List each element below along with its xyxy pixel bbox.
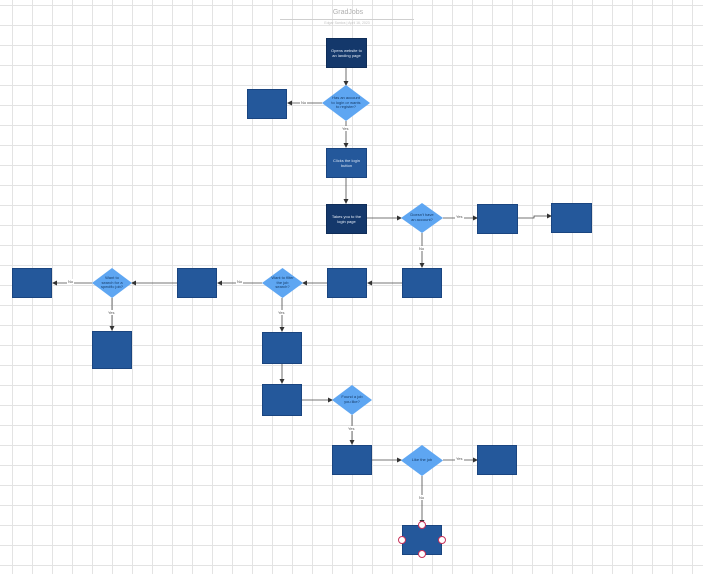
node-main-page[interactable] (327, 268, 367, 298)
node-search-yes[interactable] (92, 331, 132, 369)
node-filter-no[interactable] (177, 268, 217, 298)
node-clicks-login[interactable]: Clicks the login button (326, 148, 367, 178)
edge-label-no: No (418, 495, 426, 500)
node-no-account[interactable] (247, 89, 287, 119)
edge-label-yes: Yes (277, 310, 286, 315)
node-login-page[interactable]: Takes you to the login page (326, 204, 367, 234)
diagram-subtitle: Edgar Santos | April 16, 2023 (324, 21, 370, 25)
edge-label-yes: Yes (347, 426, 356, 431)
edge-label-yes: Yes (455, 214, 464, 219)
edge-label-yes: Yes (455, 456, 464, 461)
node-search-no[interactable] (12, 268, 52, 298)
edge-label-no: No (67, 279, 75, 284)
node-filter-yes[interactable] (262, 332, 302, 364)
node-after-login[interactable] (402, 268, 442, 298)
node-opens-website[interactable]: Opens website to an landing page (326, 38, 367, 68)
diagram-title: GradJobs (332, 9, 364, 16)
resize-handle-left[interactable] (398, 536, 406, 544)
node-job-detail[interactable] (332, 445, 372, 475)
edge-label-yes: Yes (341, 126, 350, 131)
edge-label-no: No (418, 246, 426, 251)
edge-label-no: No (236, 279, 244, 284)
node-job-results[interactable] (262, 384, 302, 416)
node-yes-account-next[interactable] (551, 203, 592, 233)
title-divider (280, 19, 414, 20)
edge-label-no: No (300, 100, 308, 105)
resize-handle-right[interactable] (438, 536, 446, 544)
node-yes-account[interactable] (477, 204, 518, 234)
edge-label-yes: Yes (107, 310, 116, 315)
resize-handle-bottom[interactable] (418, 550, 426, 558)
edge-yes-to-next (518, 213, 552, 219)
resize-handle-top[interactable] (418, 521, 426, 529)
node-like-job-yes[interactable] (477, 445, 517, 475)
